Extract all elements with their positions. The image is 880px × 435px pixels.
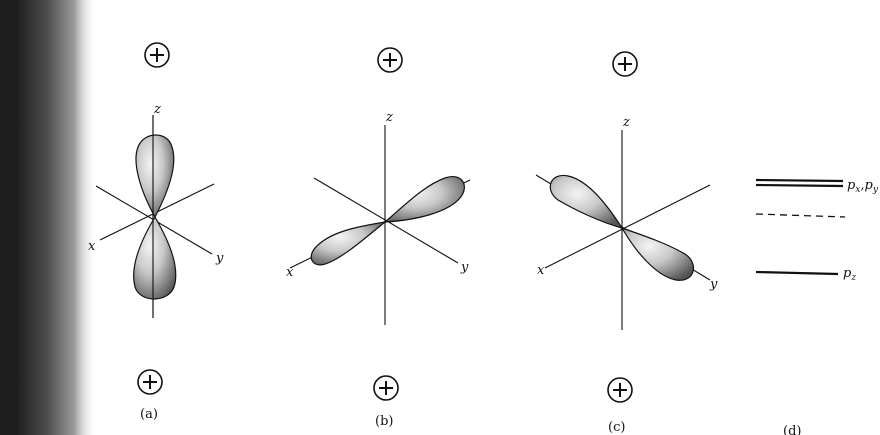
level-pxpy-label: px,py [847, 178, 879, 195]
panel-b-charge-bottom [374, 376, 398, 400]
binding-shadow [18, 0, 98, 435]
panel-a-label: (a) [140, 407, 158, 422]
panel-d-label: (d) [783, 424, 801, 435]
level-pz-label: pz [843, 266, 856, 283]
panel-c-charge-bottom [608, 378, 632, 402]
panel-c-left-lobe [550, 175, 622, 228]
panel-a-charge-bottom [138, 370, 162, 394]
panel-c-right-lobe [622, 228, 694, 280]
panel-b-z-label: z [385, 110, 393, 125]
panel-b-label: (b) [375, 414, 393, 429]
panel-a-y-label: y [215, 251, 224, 266]
panel-d: px,py pz (d) [756, 178, 879, 435]
binding-shadow-dark [0, 0, 20, 435]
panel-b-charge-top [378, 48, 402, 72]
panel-c-x-label: x [537, 263, 545, 278]
panel-b-y-label: y [460, 260, 469, 275]
panel-c-z-label: z [622, 115, 630, 130]
level-unsplit-dashed [756, 214, 845, 217]
panel-b-right-lobe [385, 177, 464, 222]
panel-c-y-label: y [709, 277, 718, 292]
panel-a-charge-top [145, 43, 169, 67]
level-pxpy-line-1 [756, 180, 843, 181]
panel-c-charge-top [613, 52, 637, 76]
panel-b-x-label: x [286, 265, 294, 280]
panel-a: z x y (a) [88, 43, 224, 422]
panel-b-left-lobe [311, 222, 385, 265]
panel-a-z-label: z [153, 102, 161, 117]
panel-a-upper-lobe [136, 135, 174, 217]
level-pxpy-line-2 [756, 185, 843, 186]
panel-a-x-label: x [88, 239, 96, 254]
level-pz-line [756, 272, 838, 274]
panel-c: z x y (c) [536, 52, 718, 435]
panel-b: z x y (b) [286, 48, 470, 429]
panel-c-label: (c) [608, 420, 625, 435]
